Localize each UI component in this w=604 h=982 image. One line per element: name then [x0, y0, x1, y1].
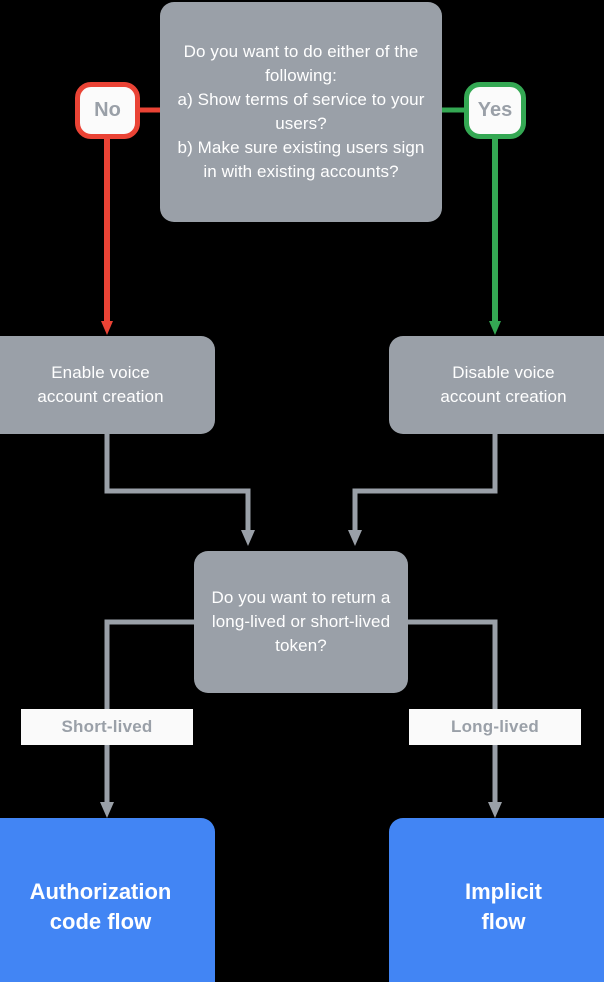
decision-node-terms-of-service-text: Do you want to do either of the followin… — [177, 41, 425, 182]
branch-chip-no-label: No — [94, 99, 121, 121]
edge-label-short-lived-text: Short-lived — [61, 717, 153, 736]
terminal-node-implicit-flow-text: Implicit flow — [464, 879, 542, 934]
process-node-disable-voice-account-creation[interactable]: Disable voice account creation — [389, 336, 604, 434]
edge-label-long-lived: Long-lived — [409, 709, 581, 745]
process-node-enable-voice-account-creation[interactable]: Enable voice account creation — [0, 336, 215, 434]
terminal-node-authorization-code-flow[interactable]: Authorization code flow — [0, 818, 215, 982]
edge-disable-to-token — [348, 434, 498, 546]
decision-node-terms-of-service[interactable]: Do you want to do either of the followin… — [160, 2, 442, 222]
process-node-disable-voice-account-creation-text: Disable voice account creation — [440, 362, 567, 406]
edge-enable-to-token — [104, 434, 255, 546]
branch-chip-yes-label: Yes — [477, 99, 513, 121]
terminal-node-authorization-code-flow-text: Authorization code flow — [29, 879, 172, 934]
branch-chip-yes[interactable]: Yes — [464, 82, 526, 139]
edge-label-long-lived-text: Long-lived — [451, 717, 539, 736]
terminal-node-implicit-flow[interactable]: Implicit flow — [389, 818, 604, 982]
branch-chip-no[interactable]: No — [75, 82, 140, 139]
decision-node-token-lifetime-text: Do you want to return a long-lived or sh… — [211, 587, 391, 656]
edge-label-short-lived: Short-lived — [21, 709, 193, 745]
process-node-enable-voice-account-creation-text: Enable voice account creation — [37, 362, 164, 406]
decision-node-token-lifetime[interactable]: Do you want to return a long-lived or sh… — [194, 551, 408, 693]
